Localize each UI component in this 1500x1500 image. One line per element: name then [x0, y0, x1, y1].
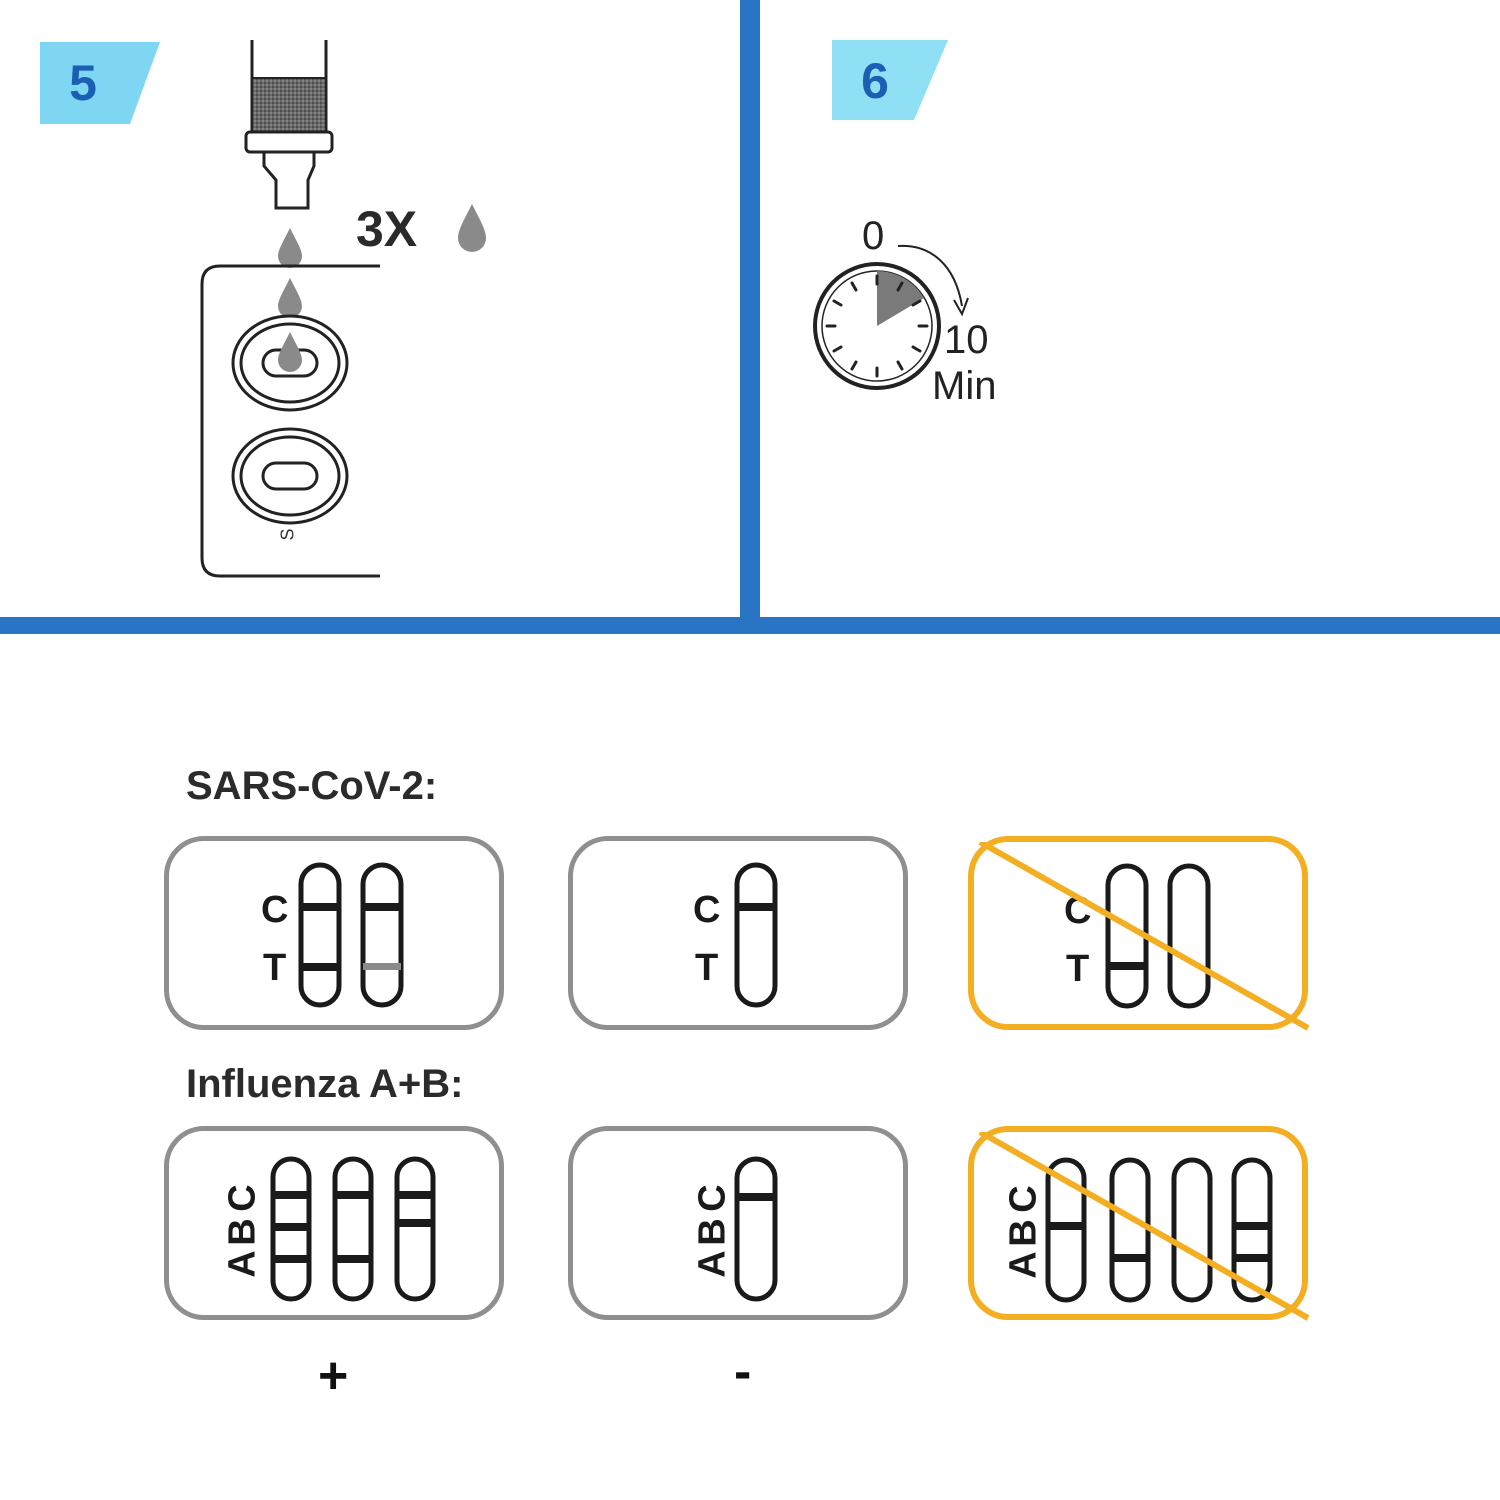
line-label-c: C	[693, 889, 721, 931]
step-number: 5	[69, 55, 97, 111]
step-badge-6: 6	[832, 40, 952, 122]
line-label-c: C	[261, 889, 289, 931]
step-badge-5: 5	[40, 42, 160, 124]
drop-icon	[458, 204, 486, 252]
sars-positive-card: C T	[164, 836, 504, 1030]
test-strip-icon	[1045, 1157, 1273, 1303]
line-label-a: A	[691, 1250, 734, 1278]
timer-icon	[813, 244, 969, 390]
drop-count-label: 3X	[356, 201, 418, 257]
line-label-t: T	[1066, 948, 1090, 990]
flu-heading: Influenza A+B:	[186, 1062, 464, 1106]
test-strip-icon	[734, 862, 778, 1008]
invalid-strike-icon	[978, 842, 1310, 1031]
step-number: 6	[861, 53, 889, 109]
sars-invalid-card: C T	[968, 836, 1310, 1031]
sars-heading: SARS-CoV-2:	[186, 764, 438, 808]
line-label-t: T	[263, 947, 287, 989]
test-strip-icon	[734, 1156, 778, 1302]
timer-start-label: 0	[862, 214, 885, 258]
drop-icon	[278, 228, 302, 268]
flu-negative-card: C B A	[568, 1126, 908, 1320]
timer-end-label: 10	[944, 318, 989, 362]
line-label-b: B	[221, 1218, 264, 1246]
dropper-icon	[200, 40, 486, 578]
flu-positive-card: C B A	[164, 1126, 504, 1320]
cassette-port-label: S	[277, 528, 298, 541]
drop-icon	[278, 332, 302, 372]
drop-icon	[278, 278, 302, 318]
test-strip-icon	[298, 862, 404, 1008]
line-label-c: C	[691, 1184, 734, 1212]
panel-divider-horizontal	[0, 617, 1500, 634]
flu-invalid-card: C B A	[968, 1126, 1310, 1321]
line-label-a: A	[221, 1250, 264, 1278]
panel-divider-vertical	[740, 0, 760, 620]
sars-negative-card: C T	[568, 836, 908, 1030]
line-label-t: T	[695, 947, 719, 989]
negative-sign: -	[734, 1343, 752, 1401]
timer-unit-label: Min	[932, 364, 997, 408]
line-label-c: C	[221, 1184, 264, 1212]
line-label-b: B	[691, 1218, 734, 1246]
positive-sign: +	[318, 1347, 349, 1405]
invalid-strike-icon	[978, 1132, 1310, 1321]
